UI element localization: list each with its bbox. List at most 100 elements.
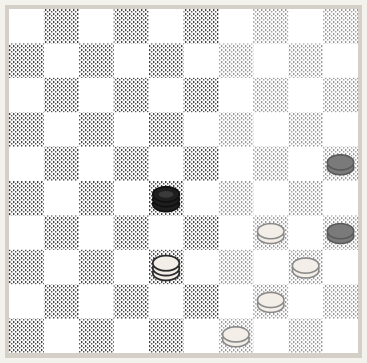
light-square[interactable]	[288, 284, 323, 319]
light-square[interactable]	[44, 43, 79, 78]
dark-square[interactable]	[184, 147, 219, 182]
dark-square[interactable]	[79, 112, 114, 147]
dark-square[interactable]	[184, 9, 219, 44]
dark-square[interactable]	[184, 215, 219, 250]
dark-square[interactable]	[79, 181, 114, 216]
dark-square[interactable]	[114, 284, 149, 319]
light-square[interactable]	[44, 250, 79, 285]
white-man-piece[interactable]	[223, 327, 250, 347]
light-square[interactable]	[9, 215, 44, 250]
dark-square[interactable]	[114, 215, 149, 250]
light-square[interactable]	[79, 147, 114, 182]
light-square[interactable]	[253, 181, 288, 216]
light-square[interactable]	[9, 78, 44, 113]
white-man-piece[interactable]	[257, 224, 284, 244]
light-square[interactable]	[114, 250, 149, 285]
light-square[interactable]	[149, 78, 184, 113]
light-square[interactable]	[184, 319, 219, 353]
light-square[interactable]	[114, 319, 149, 353]
dark-square[interactable]	[323, 9, 358, 44]
light-square[interactable]	[79, 284, 114, 319]
light-square[interactable]	[79, 9, 114, 44]
dark-square[interactable]	[253, 9, 288, 44]
light-square[interactable]	[114, 43, 149, 78]
dark-square[interactable]	[288, 181, 323, 216]
light-square[interactable]	[44, 319, 79, 353]
white-man-piece[interactable]	[292, 258, 319, 278]
light-square[interactable]	[253, 112, 288, 147]
light-square[interactable]	[288, 215, 323, 250]
light-square[interactable]	[184, 43, 219, 78]
light-square[interactable]	[79, 215, 114, 250]
light-square[interactable]	[253, 43, 288, 78]
dark-square[interactable]	[79, 250, 114, 285]
dark-square[interactable]	[9, 43, 44, 78]
dark-square[interactable]	[114, 147, 149, 182]
light-square[interactable]	[184, 181, 219, 216]
black-man-piece[interactable]	[327, 224, 354, 244]
dark-square[interactable]	[323, 78, 358, 113]
dark-square[interactable]	[44, 147, 79, 182]
light-square[interactable]	[114, 112, 149, 147]
light-square[interactable]	[323, 43, 358, 78]
dark-square[interactable]	[44, 9, 79, 44]
checkers-board[interactable]	[9, 9, 358, 353]
light-square[interactable]	[323, 112, 358, 147]
dark-square[interactable]	[114, 78, 149, 113]
light-square[interactable]	[149, 215, 184, 250]
light-square[interactable]	[288, 147, 323, 182]
light-square[interactable]	[44, 181, 79, 216]
light-square[interactable]	[288, 78, 323, 113]
light-square[interactable]	[149, 9, 184, 44]
dark-square[interactable]	[288, 319, 323, 353]
light-square[interactable]	[44, 112, 79, 147]
dark-square[interactable]	[9, 250, 44, 285]
light-square[interactable]	[323, 181, 358, 216]
light-square[interactable]	[288, 9, 323, 44]
dark-square[interactable]	[44, 284, 79, 319]
black-king-piece[interactable]	[153, 187, 180, 212]
light-square[interactable]	[149, 284, 184, 319]
dark-square[interactable]	[9, 319, 44, 353]
dark-square[interactable]	[9, 181, 44, 216]
black-man-piece[interactable]	[327, 155, 354, 175]
dark-square[interactable]	[218, 250, 253, 285]
dark-square[interactable]	[44, 215, 79, 250]
light-square[interactable]	[218, 147, 253, 182]
light-square[interactable]	[184, 250, 219, 285]
light-square[interactable]	[184, 112, 219, 147]
dark-square[interactable]	[184, 284, 219, 319]
dark-square[interactable]	[253, 78, 288, 113]
light-square[interactable]	[218, 215, 253, 250]
light-square[interactable]	[323, 319, 358, 353]
dark-square[interactable]	[253, 147, 288, 182]
dark-square[interactable]	[114, 9, 149, 44]
light-square[interactable]	[218, 9, 253, 44]
dark-square[interactable]	[79, 319, 114, 353]
dark-square[interactable]	[149, 43, 184, 78]
dark-square[interactable]	[149, 319, 184, 353]
light-square[interactable]	[253, 250, 288, 285]
dark-square[interactable]	[218, 181, 253, 216]
light-square[interactable]	[149, 147, 184, 182]
light-square[interactable]	[9, 9, 44, 44]
light-square[interactable]	[9, 147, 44, 182]
dark-square[interactable]	[288, 43, 323, 78]
light-square[interactable]	[79, 78, 114, 113]
light-square[interactable]	[9, 284, 44, 319]
light-square[interactable]	[114, 181, 149, 216]
dark-square[interactable]	[184, 78, 219, 113]
dark-square[interactable]	[218, 112, 253, 147]
light-square[interactable]	[218, 78, 253, 113]
dark-square[interactable]	[323, 284, 358, 319]
dark-square[interactable]	[9, 112, 44, 147]
dark-square[interactable]	[149, 112, 184, 147]
dark-square[interactable]	[218, 43, 253, 78]
dark-square[interactable]	[288, 112, 323, 147]
dark-square[interactable]	[79, 43, 114, 78]
light-square[interactable]	[218, 284, 253, 319]
white-king-piece[interactable]	[153, 256, 180, 281]
white-man-piece[interactable]	[257, 292, 284, 312]
board-canvas[interactable]	[9, 9, 358, 353]
light-square[interactable]	[323, 250, 358, 285]
